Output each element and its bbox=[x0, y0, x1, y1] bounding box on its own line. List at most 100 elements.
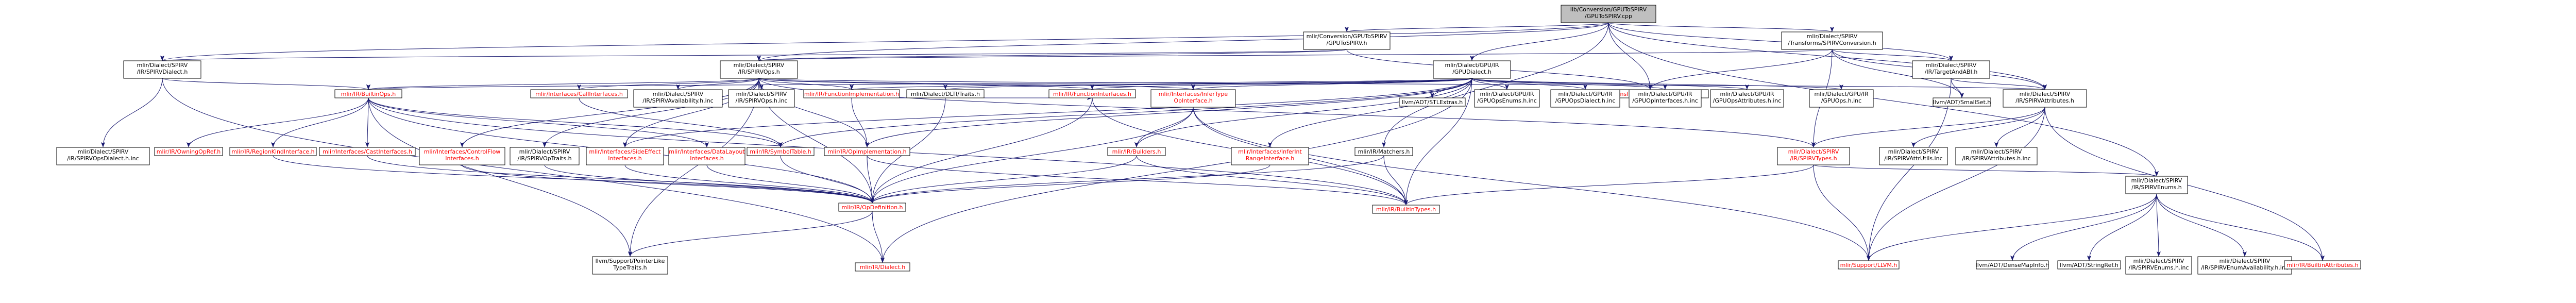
node-label: mlir/Dialect/SPIRV bbox=[1807, 33, 1858, 40]
node-box bbox=[1107, 147, 1166, 156]
edge-n_datalayout_h-to-n_opdefinition_h bbox=[706, 164, 874, 204]
node-builtinops-h[interactable]: mlir/IR/BuiltinOps.h bbox=[334, 89, 402, 98]
node-castinterfaces-h[interactable]: mlir/Interfaces/CastInterfaces.h bbox=[319, 147, 416, 156]
node-label: mlir/Interfaces/CastInterfaces.h bbox=[323, 148, 412, 155]
node-dlti-h[interactable]: mlir/Dialect/DLTI/Traits.h bbox=[906, 89, 985, 98]
node-label: mlir/IR/Builders.h bbox=[1112, 148, 1161, 155]
node-opdefinition-h[interactable]: mlir/IR/OpDefinition.h bbox=[838, 203, 906, 212]
node-gpudialect-h[interactable]: mlir/Dialect/GPU/IR/GPUDialect.h bbox=[1433, 60, 1511, 79]
node-label: llvm/ADT/SmallSet.h bbox=[1933, 99, 1991, 106]
node-builtintypes-h[interactable]: mlir/IR/BuiltinTypes.h bbox=[1372, 205, 1440, 214]
edge-n_builtinops_h-to-n_symboltable_h bbox=[368, 97, 783, 148]
node-box bbox=[123, 60, 201, 79]
node-symboltable-h[interactable]: mlir/IR/SymbolTable.h bbox=[747, 147, 815, 156]
node-spirvops-h[interactable]: mlir/Dialect/SPIRV/IR/SPIRVOps.h bbox=[720, 60, 798, 79]
node-callinterfaces-h[interactable]: mlir/Interfaces/CallInterfaces.h bbox=[530, 89, 628, 98]
edge-n_spirvops_h-to-n_pointerlike_h bbox=[628, 78, 759, 257]
edge-n_functioninterfaces_h-to-n_opdefinition_h bbox=[870, 97, 1093, 204]
edge-n_spirvdialect_h-to-n_spirvopsdialect_inc bbox=[101, 78, 163, 148]
edge-n_spirvenums_h-to-n_spirvenums_inc bbox=[2156, 193, 2161, 257]
node-box bbox=[334, 89, 402, 98]
node-label: /IR/SPIRVEnums.h.inc bbox=[2128, 264, 2189, 271]
edge-n_gpudialect_h-to-n_gpuopsdialect_inc bbox=[1471, 78, 1587, 90]
node-spirvattributes-h[interactable]: mlir/Dialect/SPIRV/IR/SPIRVAttributes.h bbox=[2003, 89, 2087, 108]
node-label: mlir/IR/OpDefinition.h bbox=[841, 204, 903, 211]
node-owningopref-h[interactable]: mlir/IR/OwningOpRef.h bbox=[154, 147, 223, 156]
edge-n_inferintrange_h-to-n_opdefinition_h bbox=[870, 164, 1270, 204]
node-label: /IR/SPIRVAttrUtils.inc bbox=[1884, 155, 1942, 162]
node-label: Interfaces.h bbox=[608, 155, 641, 162]
edge-n_opdefinition_h-to-n_dialect_h bbox=[872, 211, 885, 263]
edge-n_spirvconv_h-to-n_smallset_h bbox=[1832, 49, 1964, 98]
node-box bbox=[2057, 260, 2121, 270]
edge-n_gpudialect_h-to-n_sideeffect_h bbox=[623, 78, 1472, 148]
node-label: mlir/IR/Matchers.h bbox=[1358, 148, 1410, 155]
node-label: llvm/ADT/StringRef.h bbox=[2060, 262, 2119, 268]
edge-n_spirvoptraits_h-to-n_opdefinition_h bbox=[544, 164, 874, 204]
node-box bbox=[1354, 147, 1413, 156]
node-regionkind-h[interactable]: mlir/IR/RegionKindInterface.h bbox=[229, 147, 317, 156]
edge-n_spirvdialect_h-to-n_builtinops_h bbox=[162, 78, 370, 90]
edge-n_spirvattributes_h-to-n_spirvtypes_h bbox=[1811, 107, 2045, 148]
node-label: mlir/Dialect/SPIRV bbox=[736, 91, 787, 97]
node-label: mlir/Dialect/SPIRV bbox=[1788, 148, 1839, 155]
node-label: mlir/Dialect/SPIRV bbox=[519, 148, 570, 155]
node-label: mlir/Interfaces/InferInt bbox=[1238, 148, 1302, 155]
node-label: mlir/Dialect/GPU/IR bbox=[1638, 91, 1692, 97]
node-label: /GPUOpsEnums.h.inc bbox=[1477, 97, 1537, 104]
edge-n_spirvenums_h-to-n_spirvenumavail_inc bbox=[2156, 193, 2247, 257]
node-label: mlir/Interfaces/InferType bbox=[1159, 91, 1228, 97]
node-box bbox=[1231, 147, 1309, 165]
edge-n_controlflow_h-to-n_opdefinition_h bbox=[462, 164, 874, 204]
node-builtinattributes-h[interactable]: mlir/IR/BuiltinAttributes.h bbox=[2284, 260, 2361, 270]
node-label: mlir/Conversion/GPUToSPIRV bbox=[1307, 33, 1387, 40]
node-spirvtypes-h[interactable]: mlir/Dialect/SPIRV/IR/SPIRVTypes.h bbox=[1777, 147, 1850, 165]
node-label: mlir/IR/BuiltinTypes.h bbox=[1376, 206, 1436, 213]
edge-n_spirvops_h-to-n_spirvavail_inc bbox=[676, 78, 759, 90]
node-box bbox=[1629, 89, 1702, 108]
node-label: mlir/Dialect/SPIRV bbox=[1888, 148, 1939, 155]
edge-n_spirvops_h-to-n_functionimpl_h bbox=[758, 78, 854, 90]
node-label: /Transforms/SPIRVConversion.h bbox=[1788, 40, 1876, 46]
node-llvm-h[interactable]: mlir/Support/LLVM.h bbox=[1838, 260, 1900, 270]
node-label: mlir/Support/LLVM.h bbox=[1840, 262, 1897, 268]
node-spirvdialect-h[interactable]: mlir/Dialect/SPIRV/IR/SPIRVDialect.h bbox=[123, 60, 201, 79]
node-label: mlir/IR/OwningOpRef.h bbox=[157, 148, 221, 155]
edge-n_spirvops_h-to-n_callinterfaces_h bbox=[577, 78, 759, 90]
edge-root-to-n_spirvops_h bbox=[757, 22, 1609, 61]
node-label: mlir/Dialect/GPU/IR bbox=[1558, 91, 1612, 97]
node-label: mlir/IR/FunctionImplementation.h bbox=[804, 91, 899, 97]
node-box bbox=[2125, 256, 2192, 275]
edge-n_spirvenums_h-to-n_densemapinfo_h bbox=[2010, 193, 2157, 261]
node-label: mlir/Dialect/SPIRV bbox=[2131, 177, 2182, 184]
node-matchers-h[interactable]: mlir/IR/Matchers.h bbox=[1354, 147, 1413, 156]
node-label: llvm/ADT/STLExtras.h bbox=[1402, 99, 1463, 106]
node-gpu2spirv-h[interactable]: mlir/Conversion/GPUToSPIRV/GPUToSPIRV.h bbox=[1303, 31, 1391, 50]
node-label: Interfaces.h bbox=[445, 155, 479, 162]
node-spirvenums-h[interactable]: mlir/Dialect/SPIRV/IR/SPIRVEnums.h bbox=[2125, 176, 2188, 194]
node-functionimpl-h[interactable]: mlir/IR/FunctionImplementation.h bbox=[803, 89, 900, 98]
edge-n_builtinops_h-to-n_pointerlike_h bbox=[368, 97, 632, 257]
node-targetandabi-h[interactable]: mlir/Dialect/SPIRV/IR/TargetAndABI.h bbox=[1912, 60, 1990, 79]
node-label: Interfaces.h bbox=[690, 155, 723, 162]
node-gpuopsattrs-inc: mlir/Dialect/GPU/IR/GPUOpsAttributes.h.i… bbox=[1710, 89, 1784, 108]
node-label: /GPUOpsDialect.h.inc bbox=[1555, 97, 1616, 104]
edge-n_spirvops_h-to-n_infertype_h bbox=[758, 78, 1195, 90]
node-dialect-h[interactable]: mlir/IR/Dialect.h bbox=[855, 262, 910, 272]
node-builders-h[interactable]: mlir/IR/Builders.h bbox=[1107, 147, 1166, 156]
node-label: lib/Conversion/GPUToSPIRV bbox=[1570, 6, 1647, 13]
node-opimplementation-h[interactable]: mlir/IR/OpImplementation.h bbox=[824, 147, 910, 156]
node-label: OpInterface.h bbox=[1174, 97, 1212, 104]
node-spirvconv-h[interactable]: mlir/Dialect/SPIRV/Transforms/SPIRVConve… bbox=[1781, 31, 1883, 50]
node-label: mlir/Dialect/SPIRV bbox=[78, 148, 129, 155]
node-box bbox=[1912, 60, 1990, 79]
node-box bbox=[1399, 97, 1466, 107]
node-spirvoptraits-h[interactable]: mlir/Dialect/SPIRV/IR/SPIRVOpTraits.h bbox=[510, 147, 580, 165]
node-functioninterfaces-h[interactable]: mlir/IR/FunctionInterfaces.h bbox=[1048, 89, 1136, 98]
